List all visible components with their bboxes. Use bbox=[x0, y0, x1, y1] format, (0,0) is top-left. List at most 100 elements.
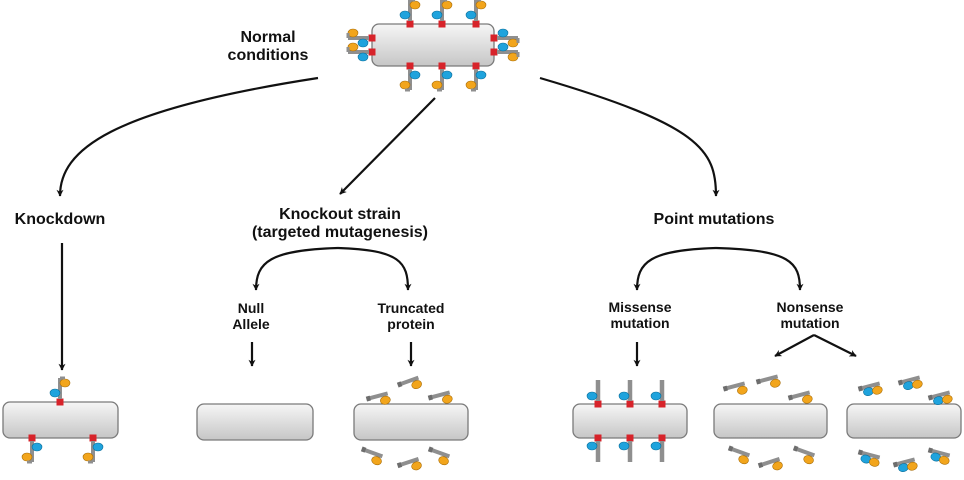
blue-domain bbox=[497, 28, 509, 38]
orange-domain bbox=[409, 0, 421, 10]
fragment-end bbox=[857, 385, 863, 392]
fragment-end bbox=[897, 379, 903, 386]
orange-domain bbox=[942, 394, 953, 404]
arrow-to-knockdown bbox=[56, 76, 319, 197]
blue-domain bbox=[650, 391, 662, 401]
fragment-truncated bbox=[365, 391, 391, 405]
orange-domain bbox=[912, 379, 923, 389]
membrane-anchor bbox=[89, 434, 97, 442]
orange-domain bbox=[82, 452, 94, 462]
fragment-stem bbox=[929, 448, 951, 458]
arrow-to-nonsense bbox=[715, 246, 804, 291]
fragment-end bbox=[857, 449, 863, 456]
fragment-end bbox=[727, 445, 734, 452]
fragment-nonsense-right bbox=[892, 457, 918, 472]
fragment-stem bbox=[894, 457, 916, 467]
fragment-truncated bbox=[396, 457, 422, 471]
cell-truncated bbox=[353, 403, 469, 441]
receptor-missense-bottom bbox=[650, 434, 666, 462]
orange-domain bbox=[475, 0, 487, 10]
membrane-anchor bbox=[406, 20, 414, 28]
fragment-end bbox=[755, 378, 761, 385]
cell-missense bbox=[572, 403, 688, 439]
orange-domain bbox=[441, 0, 453, 10]
receptor-normal-bottom bbox=[431, 62, 453, 92]
membrane-anchor bbox=[438, 62, 446, 70]
receptor-knockdown-bottom bbox=[82, 434, 104, 464]
fragment-stem bbox=[759, 457, 781, 467]
blue-domain bbox=[49, 388, 61, 398]
orange-domain bbox=[371, 456, 382, 466]
fragment-stem bbox=[859, 381, 881, 391]
blue-domain bbox=[357, 52, 369, 62]
orange-domain bbox=[907, 461, 918, 471]
fragment-end bbox=[787, 394, 793, 401]
label-null-allele: Null Allele bbox=[232, 300, 270, 333]
fragment-truncated bbox=[360, 446, 384, 466]
fragment-stem bbox=[794, 446, 816, 458]
label-knockdown: Knockdown bbox=[14, 211, 106, 228]
cell-normal bbox=[371, 23, 495, 67]
receptor-normal-top bbox=[465, 0, 487, 28]
blue-domain bbox=[92, 442, 104, 452]
receptor-normal-top bbox=[431, 0, 453, 28]
fragment-end bbox=[927, 447, 933, 454]
receptor-knockdown-top bbox=[49, 376, 71, 406]
membrane-anchor bbox=[472, 62, 480, 70]
blue-domain bbox=[618, 391, 630, 401]
membrane-anchor bbox=[438, 20, 446, 28]
orange-domain bbox=[737, 385, 748, 395]
fragment-end bbox=[365, 395, 371, 402]
blue-domain bbox=[586, 441, 598, 451]
blue-domain bbox=[357, 38, 369, 48]
orange-domain bbox=[411, 461, 422, 471]
orange-domain bbox=[869, 457, 880, 467]
fragment-end bbox=[396, 462, 403, 469]
orange-domain bbox=[438, 456, 449, 466]
cell-nonsense-left bbox=[713, 403, 828, 439]
fragment-nonsense-left bbox=[787, 390, 813, 404]
receptor-normal-right bbox=[490, 28, 520, 48]
blue-domain bbox=[441, 70, 453, 80]
fragment-stem bbox=[398, 457, 420, 467]
orange-domain bbox=[872, 385, 883, 395]
cell-nonsense-right bbox=[846, 403, 962, 439]
receptor-missense-top bbox=[586, 380, 602, 408]
orange-domain bbox=[431, 80, 443, 90]
label-missense-mutation: Missense mutation bbox=[608, 299, 672, 332]
blue-domain bbox=[431, 10, 443, 20]
blue-domain bbox=[497, 42, 509, 52]
membrane-anchor bbox=[626, 434, 634, 442]
blue-domain bbox=[650, 441, 662, 451]
fragment-end bbox=[722, 385, 728, 392]
receptor-missense-top bbox=[650, 380, 666, 408]
fragment-stem bbox=[859, 450, 881, 460]
fragment-stem bbox=[367, 391, 389, 401]
label-nonsense-mutation: Nonsense mutation bbox=[776, 299, 844, 332]
fragment-stem bbox=[429, 390, 451, 400]
arrow-to-missense bbox=[633, 246, 717, 291]
fragment-nonsense-right bbox=[927, 447, 951, 465]
fragment-end bbox=[792, 445, 799, 452]
membrane-anchor bbox=[368, 48, 376, 56]
label-normal-conditions: Normal conditions bbox=[227, 29, 309, 65]
fragment-end bbox=[927, 394, 933, 401]
fragment-stem bbox=[429, 447, 451, 459]
fragment-stem bbox=[899, 375, 921, 385]
fragment-nonsense-right bbox=[927, 390, 953, 405]
orange-domain bbox=[770, 378, 781, 388]
fragment-stem bbox=[724, 381, 746, 391]
orange-domain bbox=[939, 455, 950, 465]
orange-domain bbox=[411, 380, 422, 390]
receptor-normal-bottom bbox=[399, 62, 421, 92]
fragment-truncated bbox=[427, 446, 451, 466]
fragment-end bbox=[360, 446, 367, 453]
fragment-nonsense-left bbox=[722, 381, 748, 395]
blue-domain bbox=[31, 442, 43, 452]
blue-domain bbox=[399, 10, 411, 20]
membrane-anchor bbox=[490, 48, 498, 56]
fragment-nonsense-left bbox=[792, 445, 816, 465]
fragment-end bbox=[427, 394, 433, 401]
fragment-truncated bbox=[396, 375, 422, 390]
